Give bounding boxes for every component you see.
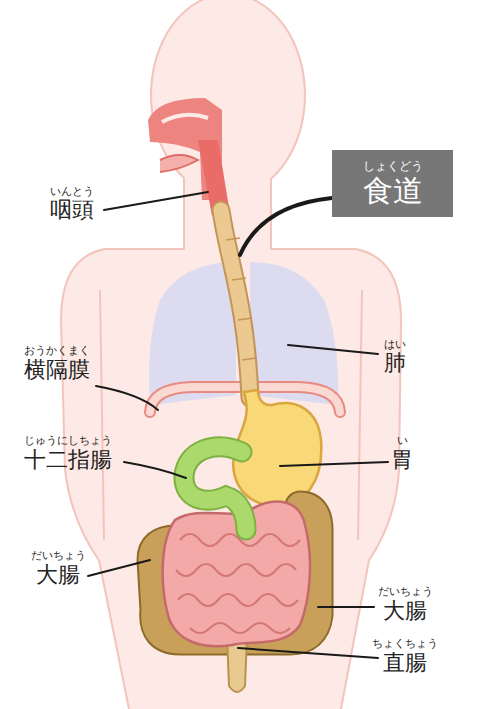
furigana: だいちょう: [378, 586, 433, 597]
duodenum: [184, 447, 246, 530]
torso-fill: [62, 250, 400, 709]
leader-line: [238, 648, 378, 658]
body-fill: [62, 0, 400, 709]
organ-name: 大腸: [383, 600, 427, 622]
furigana: いんとう: [50, 186, 94, 197]
leader-line: [280, 462, 388, 466]
furigana: おうかくまく: [24, 345, 90, 356]
intestine-folds: [176, 534, 300, 633]
furigana: ちょくちょう: [372, 638, 438, 649]
arm-line: [358, 290, 362, 540]
furigana: い: [397, 435, 408, 446]
torso: [62, 250, 400, 709]
duodenum-outline: [184, 447, 246, 530]
leader-line: [124, 462, 186, 478]
organ-name: 横隔膜: [24, 359, 90, 381]
organ-name: 十二指腸: [24, 449, 112, 471]
furigana: だいちょう: [31, 550, 86, 561]
organ-name: 大腸: [36, 564, 80, 586]
head: [152, 0, 304, 195]
leader-line: [318, 606, 374, 608]
furigana: はい: [384, 339, 406, 350]
organ-name: 咽頭: [50, 199, 94, 221]
leader-line: [104, 192, 208, 210]
leader-lines: [88, 192, 388, 658]
leader-line: [240, 198, 332, 255]
organ-name: 直腸: [383, 652, 427, 674]
leader-line: [288, 345, 378, 354]
arm-line: [100, 290, 104, 540]
organ-name: 食道: [363, 174, 423, 207]
head-fill: [152, 0, 304, 195]
furigana: しょくどう: [363, 160, 423, 173]
organ-name: 肺: [384, 352, 406, 374]
nasal-line: [162, 115, 208, 122]
label-box: しょくどう食道: [332, 150, 453, 217]
furigana: じゅうにしちょう: [24, 435, 112, 446]
organ-name: 胃: [391, 449, 413, 471]
body-outline: [62, 0, 400, 709]
leader-line: [88, 560, 150, 576]
leader-line: [96, 386, 158, 410]
mouth: [160, 155, 198, 172]
